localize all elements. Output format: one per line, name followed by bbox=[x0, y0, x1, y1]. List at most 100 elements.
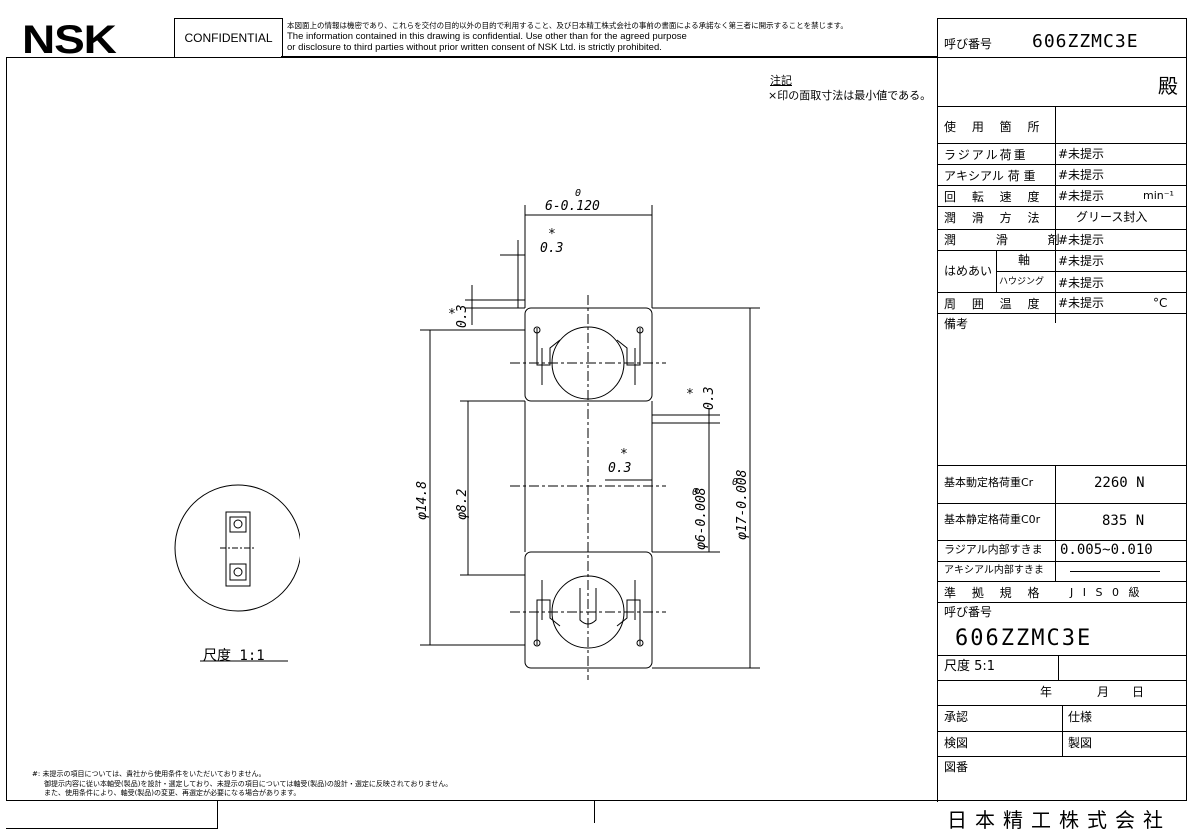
tb-rule bbox=[937, 185, 1187, 186]
drawing-frame bbox=[6, 57, 1187, 801]
tb-rule bbox=[937, 540, 1187, 541]
side-view-rect bbox=[229, 563, 247, 581]
speed-label: 回 転 速 度 bbox=[944, 190, 1046, 204]
tb-divider bbox=[1062, 705, 1063, 756]
addressee-suffix: 殿 bbox=[1158, 74, 1178, 98]
tb-rule bbox=[996, 271, 1187, 272]
bore-upper-tol: 0 bbox=[692, 487, 698, 498]
tb-rule bbox=[937, 655, 1187, 656]
shield-circle bbox=[533, 639, 541, 647]
bottom-rule bbox=[6, 828, 218, 829]
title-callnumber-box bbox=[937, 18, 1187, 57]
tb-divider bbox=[1055, 106, 1056, 323]
tb-rule bbox=[937, 581, 1187, 582]
lubricant-label: 潤 滑 剤 bbox=[944, 233, 1078, 247]
shield-line bbox=[541, 580, 636, 620]
shield-line bbox=[536, 599, 561, 645]
tb-rule bbox=[937, 731, 1187, 732]
axial-clearance-label: アキシアル内部すきま bbox=[944, 565, 1044, 576]
usage-label: 使 用 箇 所 bbox=[944, 120, 1046, 134]
tb-rule bbox=[937, 143, 1187, 144]
notes-text: ×印の面取寸法は最小値である。 bbox=[768, 89, 932, 102]
side-view bbox=[174, 484, 300, 662]
call-number-value: 606ZZMC3E bbox=[1032, 31, 1139, 52]
temp-unit: °C bbox=[1153, 296, 1168, 310]
confidential-label: CONFIDENTIAL bbox=[174, 18, 283, 57]
temp-label: 周 囲 温 度 bbox=[944, 297, 1046, 311]
date-year: 年 bbox=[1040, 685, 1053, 699]
side-view-hole bbox=[233, 519, 243, 529]
stat-load-label: 基本静定格荷重C0r bbox=[944, 513, 1041, 526]
notice-jp: 本図面上の情報は機密であり、これらを交付の目的以外の目的で利用すること、及び日本… bbox=[287, 21, 848, 30]
width-dimension: 6-0.120 bbox=[545, 199, 600, 214]
tb-rule bbox=[937, 292, 1187, 293]
header-rule bbox=[281, 56, 938, 57]
outer-diameter: φ17-0.008 bbox=[735, 469, 750, 540]
standard-label: 準 拠 規 格 bbox=[944, 586, 1046, 600]
lubricant-value: #未提示 bbox=[1058, 233, 1105, 247]
side-view-rect bbox=[229, 516, 247, 533]
axial-load-label: アキシアル 荷 重 bbox=[944, 169, 1036, 183]
axial-load-value: #未提示 bbox=[1058, 168, 1105, 182]
tb-divider bbox=[1058, 655, 1059, 680]
tb-rule bbox=[937, 229, 1187, 230]
footnote: #: 未提示の項目については、貴社から使用条件をいただいておりません。 御提示内… bbox=[32, 770, 452, 799]
drawing-number-label: 図番 bbox=[944, 760, 969, 774]
nsk-logo: NSK bbox=[22, 18, 117, 62]
chamfer-star-left: * bbox=[448, 307, 456, 322]
stat-load-value: 835 N bbox=[1102, 513, 1145, 529]
side-view-outer-circle bbox=[174, 484, 300, 612]
chamfer-dim-right: 0.3 bbox=[702, 387, 717, 410]
notice-en-1: The information contained in this drawin… bbox=[287, 31, 687, 42]
shield-line bbox=[616, 599, 641, 645]
drafting-label: 製図 bbox=[1068, 736, 1093, 750]
call-number-label-2: 呼び番号 bbox=[944, 605, 993, 619]
notice-en-2: or disclosure to third parties without p… bbox=[287, 42, 662, 53]
shield-circle bbox=[636, 326, 644, 334]
diameter-8-2: φ8.2 bbox=[455, 489, 470, 520]
confidentiality-notice: 本図面上の情報は機密であり、これらを交付の目的以外の目的で利用すること、及び日本… bbox=[287, 20, 848, 53]
date-month: 月 bbox=[1097, 685, 1110, 699]
chamfer-star-top: * bbox=[548, 227, 556, 242]
tb-rule bbox=[937, 680, 1187, 681]
tb-rule bbox=[937, 106, 1187, 107]
tb-rule bbox=[937, 206, 1187, 207]
company-name: 日本精工株式会社 bbox=[947, 808, 1171, 832]
footnote-line-2: 御提示内容に従い本軸受(製品)を設計・選定しており、未提示の項目については軸受(… bbox=[44, 779, 453, 788]
chamfer-dim-left: 0.3 bbox=[455, 305, 470, 328]
side-view-profile bbox=[225, 511, 251, 587]
call-number-big: 606ZZMC3E bbox=[955, 626, 1093, 651]
speed-unit: min⁻¹ bbox=[1143, 189, 1174, 202]
fit-label: はめあい bbox=[944, 264, 993, 278]
tb-rule bbox=[937, 561, 1187, 562]
radial-clearance-value: 0.005~0.010 bbox=[1060, 542, 1153, 558]
footnote-line-1: #: 未提示の項目については、貴社から使用条件をいただいておりません。 bbox=[32, 770, 266, 778]
radial-clearance-label: ラジアル内部すきま bbox=[944, 543, 1043, 556]
tb-divider bbox=[1055, 465, 1056, 581]
section-view: 6-0.120 0 0.3 * 0.3 * 0.3 * 0.3 * φ14.8 … bbox=[415, 188, 760, 680]
bottom-divider bbox=[594, 801, 595, 823]
titleblock-left-border bbox=[937, 57, 938, 802]
tb-rule bbox=[937, 503, 1187, 504]
shaft-label: 軸 bbox=[1018, 253, 1031, 267]
shield-circle bbox=[636, 639, 644, 647]
date-day: 日 bbox=[1132, 685, 1145, 699]
footnote-line-3: また、使用条件により、軸受(製品)の変更、再選定が必要になる場合があります。 bbox=[44, 789, 301, 797]
tb-rule bbox=[937, 313, 1187, 314]
width-dimension-upper: 0 bbox=[575, 188, 581, 199]
approval-label: 承認 bbox=[944, 710, 969, 724]
dyn-load-label: 基本動定格荷重Cr bbox=[944, 476, 1034, 489]
dyn-load-value: 2260 N bbox=[1094, 475, 1145, 491]
notes-title: 注記 bbox=[770, 74, 792, 87]
side-view-scale: 尺度 1:1 bbox=[203, 648, 265, 664]
tb-rule bbox=[937, 756, 1187, 757]
radial-load-value: #未提示 bbox=[1058, 147, 1105, 161]
shaft-value: #未提示 bbox=[1058, 254, 1105, 268]
housing-value: #未提示 bbox=[1058, 276, 1105, 290]
inspection-label: 検図 bbox=[944, 736, 969, 750]
radial-load-label: ラジアル荷重 bbox=[944, 148, 1028, 162]
tb-rule bbox=[937, 250, 1187, 251]
standard-value: J I S 0 級 bbox=[1070, 586, 1143, 599]
call-number-label: 呼び番号 bbox=[944, 37, 993, 51]
bore-diameter: φ6-0.008 bbox=[694, 487, 709, 550]
